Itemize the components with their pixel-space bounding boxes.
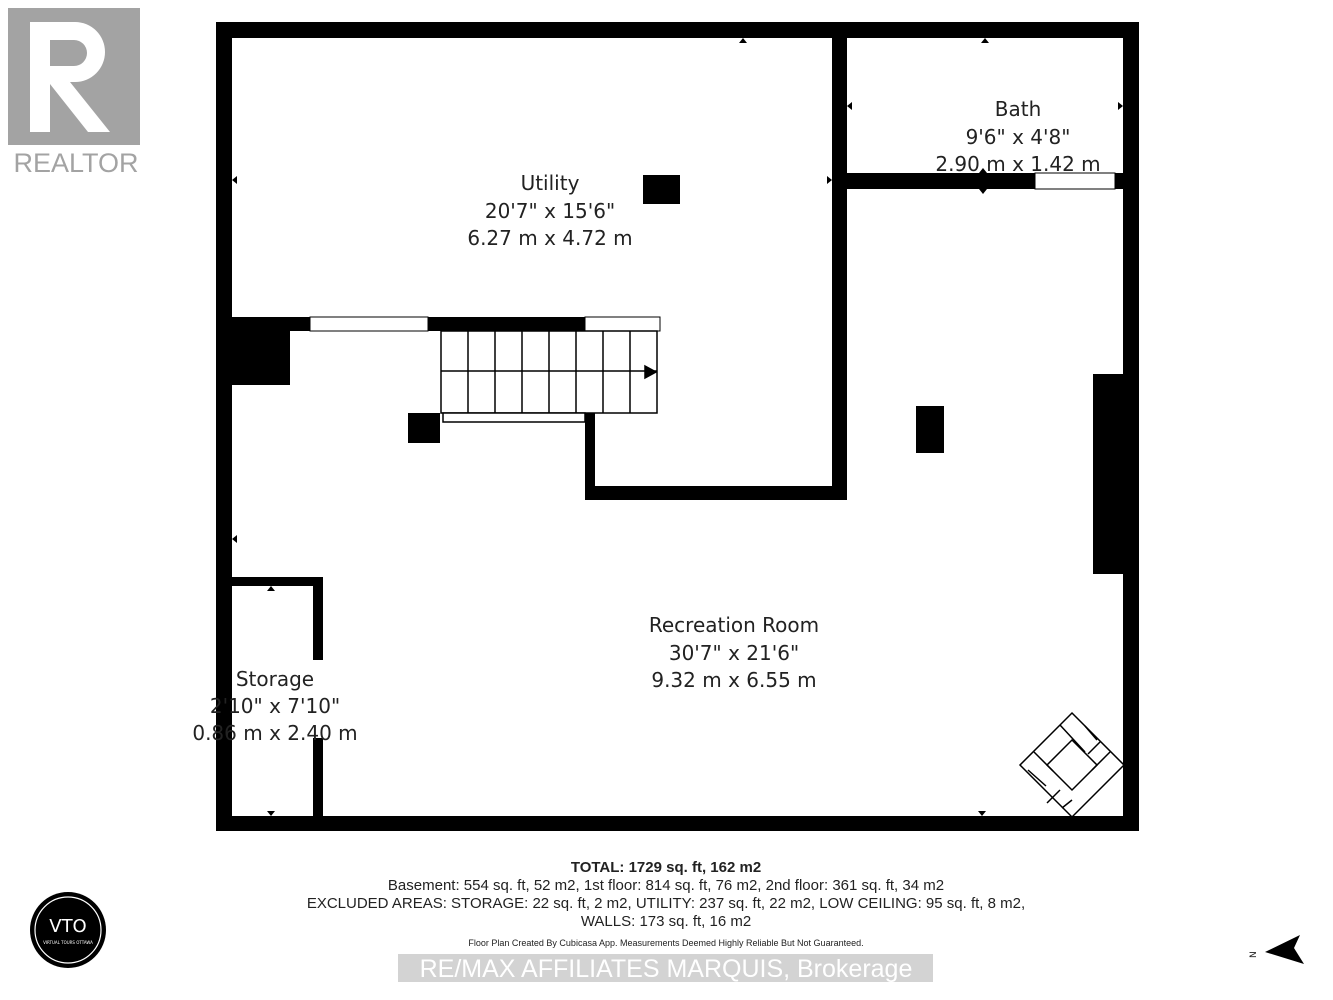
realtor-logo-text: REALTOR (13, 148, 138, 178)
room-storage: Storage 2'10" x 7'10" 0.86 m x 2.40 m (192, 667, 357, 745)
room-utility: Utility 20'7" x 15'6" 6.27 m x 4.72 m (467, 171, 632, 250)
room-metric: 0.86 m x 2.40 m (192, 721, 357, 745)
realtor-logo: REALTOR (8, 8, 140, 178)
room-name: Utility (521, 171, 580, 195)
disclaimer: Floor Plan Created By Cubicasa App. Meas… (468, 938, 863, 948)
column-block (643, 175, 680, 204)
wall-area: WALLS: 173 sq. ft, 16 m2 (581, 913, 751, 930)
wall-block (1093, 374, 1139, 574)
room-name: Recreation Room (649, 613, 819, 637)
room-imperial: 9'6" x 4'8" (966, 125, 1071, 149)
room-metric: 6.27 m x 4.72 m (467, 226, 632, 250)
dimension-markers (232, 38, 1123, 816)
room-imperial: 30'7" x 21'6" (669, 641, 799, 665)
room-bath: Bath 9'6" x 4'8" 2.90 m x 1.42 m (935, 97, 1100, 176)
vto-logo: VTO VIRTUAL TOURS OTTAWA (30, 892, 106, 968)
watermark-text: RE/MAX AFFILIATES MARQUIS, Brokerage (420, 955, 913, 983)
north-arrow-icon: N (1249, 935, 1304, 964)
column-block (916, 406, 944, 453)
area-summary: TOTAL: 1729 sq. ft, 162 m2 Basement: 554… (307, 859, 1025, 983)
vto-subtext: VIRTUAL TOURS OTTAWA (43, 940, 93, 945)
room-imperial: 20'7" x 15'6" (485, 199, 615, 223)
stairs (440, 330, 658, 423)
room-imperial: 2'10" x 7'10" (210, 694, 340, 718)
vto-text: VTO (49, 916, 86, 937)
room-name: Storage (236, 667, 314, 691)
room-recreation: Recreation Room 30'7" x 21'6" 9.32 m x 6… (649, 613, 819, 692)
total-area: TOTAL: 1729 sq. ft, 162 m2 (571, 859, 761, 876)
excluded-areas: EXCLUDED AREAS: STORAGE: 22 sq. ft, 2 m2… (307, 895, 1025, 912)
room-metric: 9.32 m x 6.55 m (651, 668, 816, 692)
room-metric: 2.90 m x 1.42 m (935, 152, 1100, 176)
doors (309, 172, 1116, 332)
watermark-band (398, 954, 933, 982)
stair-arrow-icon (644, 364, 658, 380)
walls (216, 22, 1139, 831)
room-name: Bath (995, 97, 1042, 121)
fireplace (1018, 711, 1126, 819)
compass-label: N (1249, 951, 1259, 958)
floor-areas: Basement: 554 sq. ft, 52 m2, 1st floor: … (388, 877, 944, 894)
column-block (408, 413, 440, 443)
